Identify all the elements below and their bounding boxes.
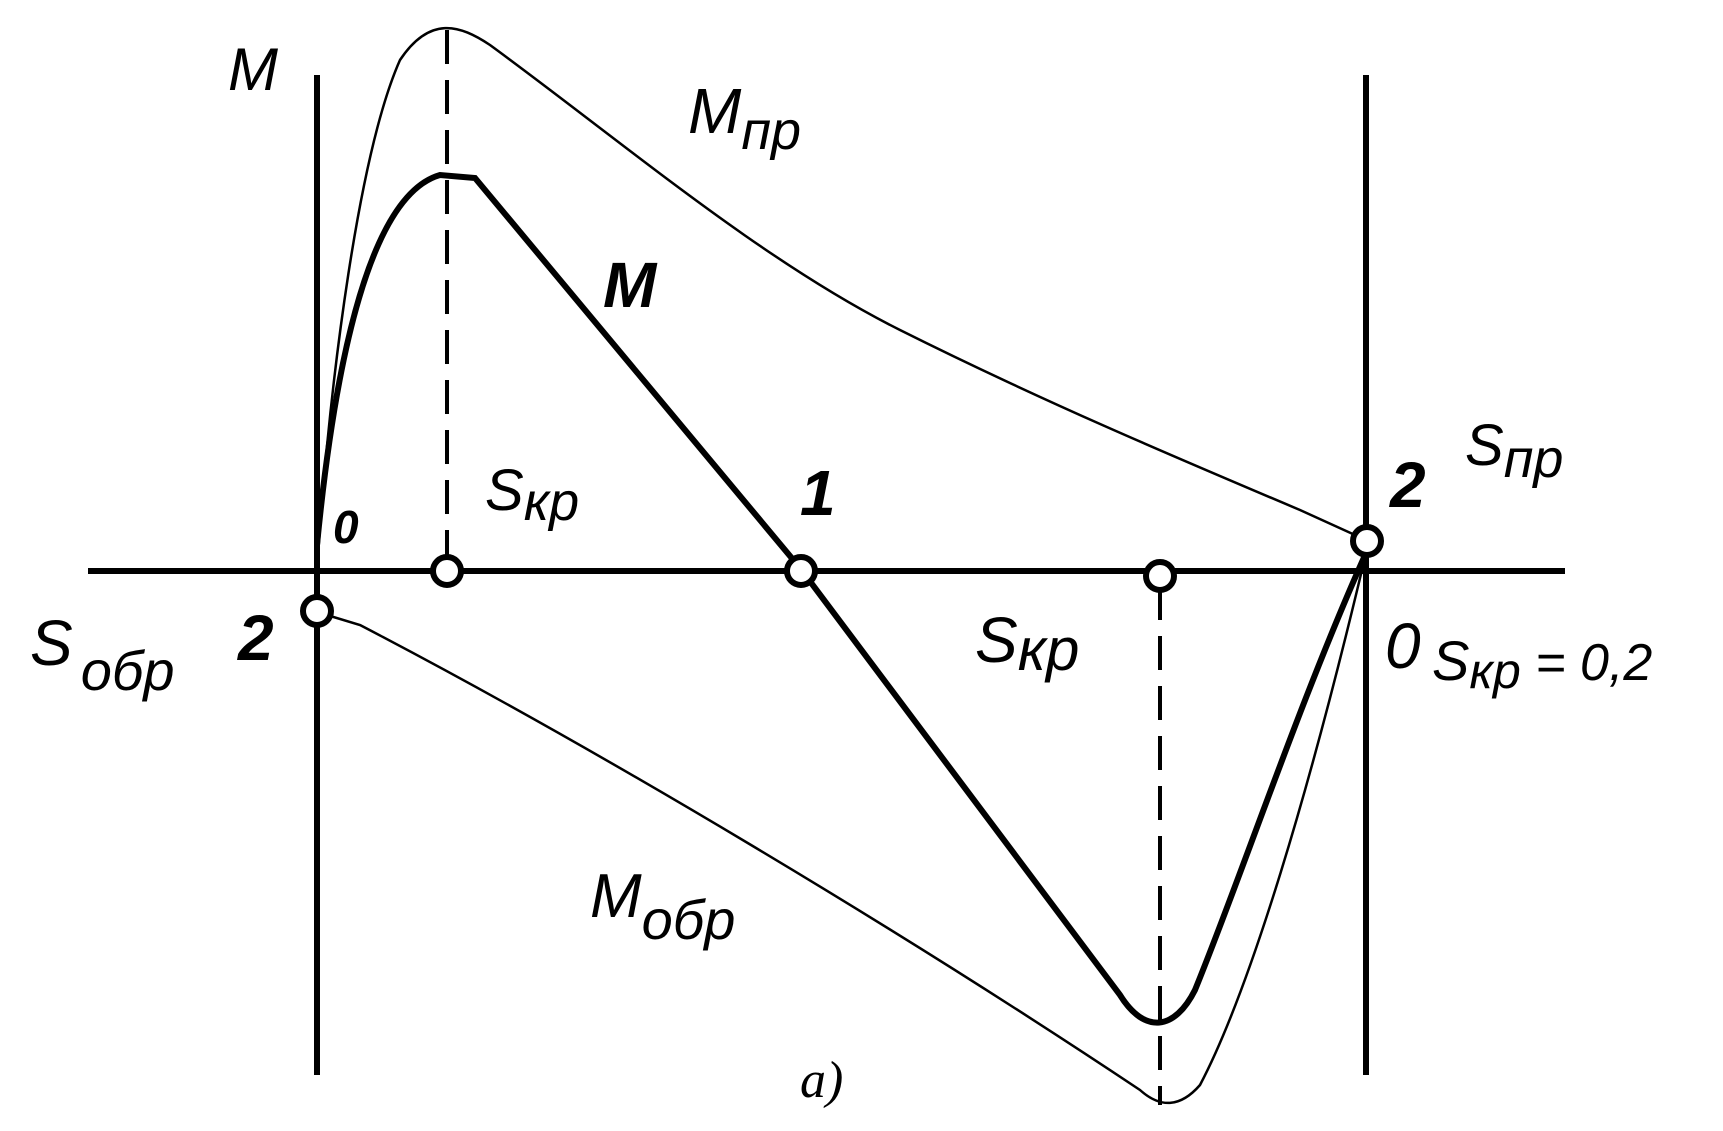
point-s-kr-lower xyxy=(1143,559,1177,593)
label-curve-m: M xyxy=(603,249,658,321)
label-s-kr-eq: Sкр = 0,2 xyxy=(1432,629,1652,699)
label-s-pr-sub: пр xyxy=(1504,429,1564,489)
label-s-kr-upper-sub: кр xyxy=(524,472,580,532)
label-s-kr-eq-main: S xyxy=(1432,629,1469,692)
label-m-obr-sub: обр xyxy=(642,888,736,951)
label-axis-m: M xyxy=(228,36,278,103)
curve-m-pr xyxy=(315,26,1367,572)
label-s-obr-main: S xyxy=(30,607,73,679)
label-m-pr: Mпр xyxy=(688,75,801,161)
label-s-kr-upper: Sкр xyxy=(485,458,579,532)
label-m-obr-main: M xyxy=(590,862,642,931)
point-1 xyxy=(784,554,818,588)
point-2-right xyxy=(1350,524,1384,558)
label-m-pr-main: M xyxy=(688,75,742,147)
label-m-pr-sub: пр xyxy=(741,101,801,161)
label-point-2-left: 2 xyxy=(237,602,274,674)
label-s-pr: Sпр xyxy=(1465,413,1563,489)
label-s-pr-main: S xyxy=(1465,413,1504,478)
figure-caption: a) xyxy=(800,1052,843,1109)
label-s-kr-eq-value: = 0,2 xyxy=(1521,634,1653,692)
point-s-kr-upper xyxy=(430,554,464,588)
label-point-2-right: 2 xyxy=(1389,449,1426,521)
label-origin-left: 0 xyxy=(333,501,359,553)
label-s-kr-eq-sub: кр xyxy=(1469,643,1520,699)
label-s-obr-sub: обр xyxy=(81,639,175,702)
curve-m-obr xyxy=(316,552,1368,1105)
label-point-1: 1 xyxy=(800,457,836,529)
label-s-kr-lower-sub: кр xyxy=(1018,616,1080,683)
point-2-left xyxy=(300,594,334,628)
label-s-kr-upper-main: S xyxy=(485,458,524,523)
label-s-kr-lower: Sкр xyxy=(975,604,1079,683)
curve-m xyxy=(314,171,1369,1026)
label-s-kr-lower-main: S xyxy=(975,604,1018,676)
label-m-obr: Mобр xyxy=(590,862,735,951)
label-origin-right: 0 xyxy=(1385,610,1421,682)
